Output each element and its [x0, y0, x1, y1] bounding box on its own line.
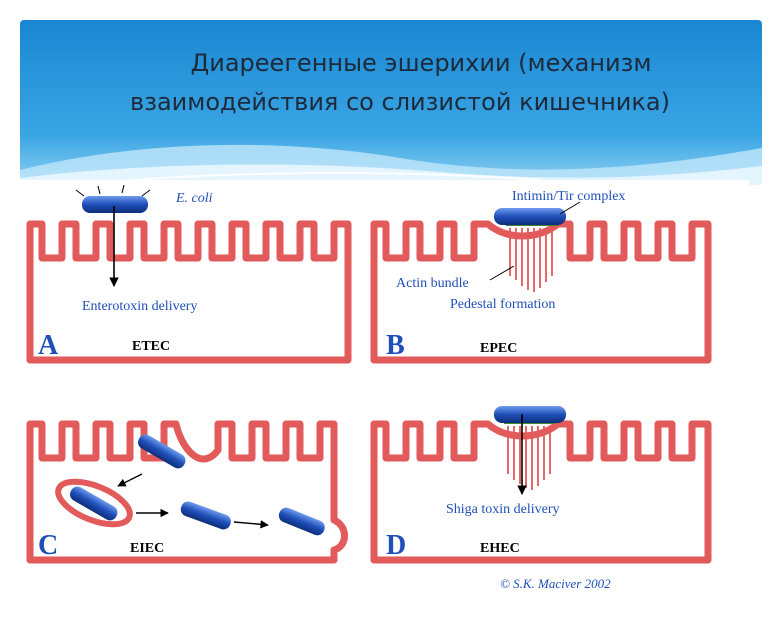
pathogenesis-diagram-canvas: E. coli Enterotoxin delivery A ETEC [18, 180, 749, 598]
slide-title-line-1: Диареегенные эшерихии (механизм [0, 44, 780, 83]
panel-c-eiec: C EIEC [30, 424, 345, 561]
panel-c-bacterium-spreading [277, 506, 327, 538]
panel-a-delivery-label: Enterotoxin delivery [82, 299, 197, 314]
panel-a-ecoli-label: E. coli [175, 191, 213, 206]
slide-title-line-2: взаимодействия со слизистой кишечника) [0, 83, 780, 122]
panel-a-epithelium-outline [30, 224, 348, 360]
panel-a-ecoli-bacterium [76, 185, 150, 213]
panel-c-arrow-3 [234, 522, 268, 525]
panel-b-epithelium-outline [374, 224, 708, 360]
panel-d-ehec: Shiga toxin delivery D EHEC [374, 406, 708, 561]
panel-a-name: ETEC [132, 339, 170, 354]
panel-c-bacterium-free [179, 500, 233, 532]
copyright-note: © S.K. Maciver 2002 [500, 576, 611, 591]
panel-b-bacterium [494, 208, 566, 225]
panel-c-name: EIEC [130, 541, 164, 556]
panel-d-epithelium-outline [374, 424, 708, 560]
panel-c-letter: C [38, 530, 58, 561]
pathogenesis-diagram: E. coli Enterotoxin delivery A ETEC [18, 180, 749, 598]
panel-d-name: EHEC [480, 541, 520, 556]
panel-b-actin-label: Actin bundle [396, 276, 469, 291]
panel-b-complex-label: Intimin/Tir complex [512, 189, 625, 204]
panel-b-epec: Intimin/Tir complex Actin bundle Pedesta… [374, 189, 708, 361]
panel-b-letter: B [386, 330, 405, 361]
panel-a-letter: A [38, 330, 59, 361]
slide-title: Диареегенные эшерихии (механизм взаимоде… [0, 44, 780, 122]
panel-c-arrow-1 [118, 474, 142, 486]
panel-d-bacterium [494, 406, 566, 423]
panel-a-etec: E. coli Enterotoxin delivery A ETEC [30, 185, 348, 361]
panel-b-pedestal-label: Pedestal formation [450, 297, 555, 312]
panel-d-delivery-label: Shiga toxin delivery [446, 502, 560, 517]
panel-d-letter: D [386, 530, 406, 561]
panel-b-name: EPEC [480, 341, 517, 356]
